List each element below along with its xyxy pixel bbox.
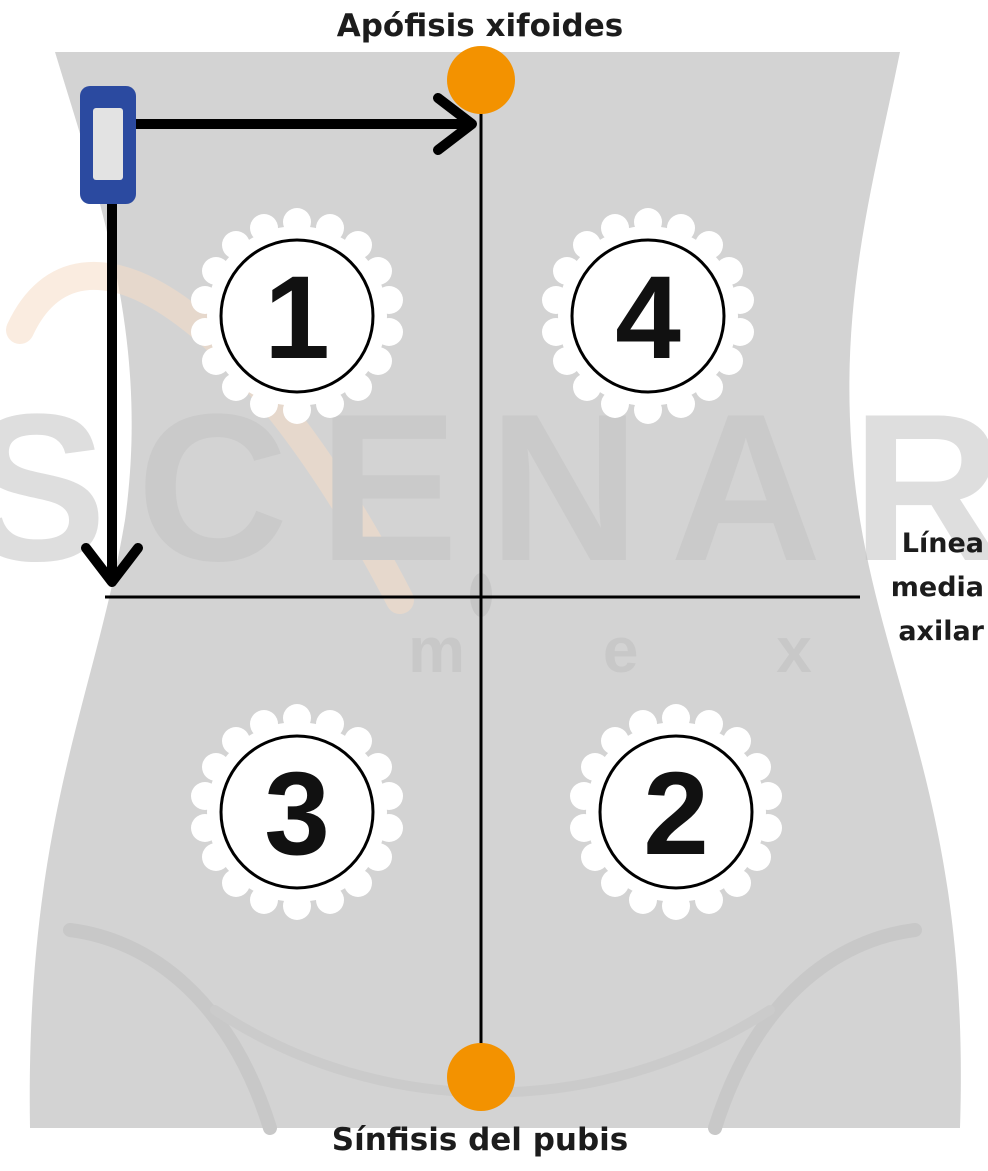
arrow-right-head [433, 93, 477, 155]
watermark-sub: m e x [408, 614, 872, 686]
watermark-swoosh [6, 262, 414, 614]
watermark-brand: SCENAR [0, 370, 988, 605]
axillary-line-label-line3: axilar [898, 616, 984, 647]
quadrant-4-number: 4 [615, 252, 681, 384]
device-icon [80, 86, 136, 204]
xiphoid-label: Apófisis xifoides [336, 8, 624, 44]
pubic-symphysis-label: Sínfisis del pubis [331, 1122, 629, 1158]
quadrant-2-number: 2 [643, 748, 709, 880]
arrow-down-head [81, 543, 143, 587]
quadrant-1-badge: 1 [191, 208, 403, 424]
axillary-line-label: Línea media axilar [891, 522, 984, 654]
quadrant-3-number: 3 [264, 748, 330, 880]
quadrant-3-badge: 3 [191, 704, 403, 920]
watermark: SCENAR m e x [0, 262, 988, 686]
pubic-symphysis-marker [447, 1043, 515, 1111]
axillary-line-label-line2: media [890, 572, 984, 603]
quadrant-2-badge: 2 [570, 704, 782, 920]
quadrant-1-number: 1 [264, 252, 330, 384]
axillary-line-label-line1: Línea [901, 528, 984, 559]
quadrant-4-badge: 4 [542, 208, 754, 424]
torso-contour-right [708, 923, 922, 1135]
torso-contour-left [63, 923, 277, 1135]
xiphoid-marker [447, 46, 515, 114]
